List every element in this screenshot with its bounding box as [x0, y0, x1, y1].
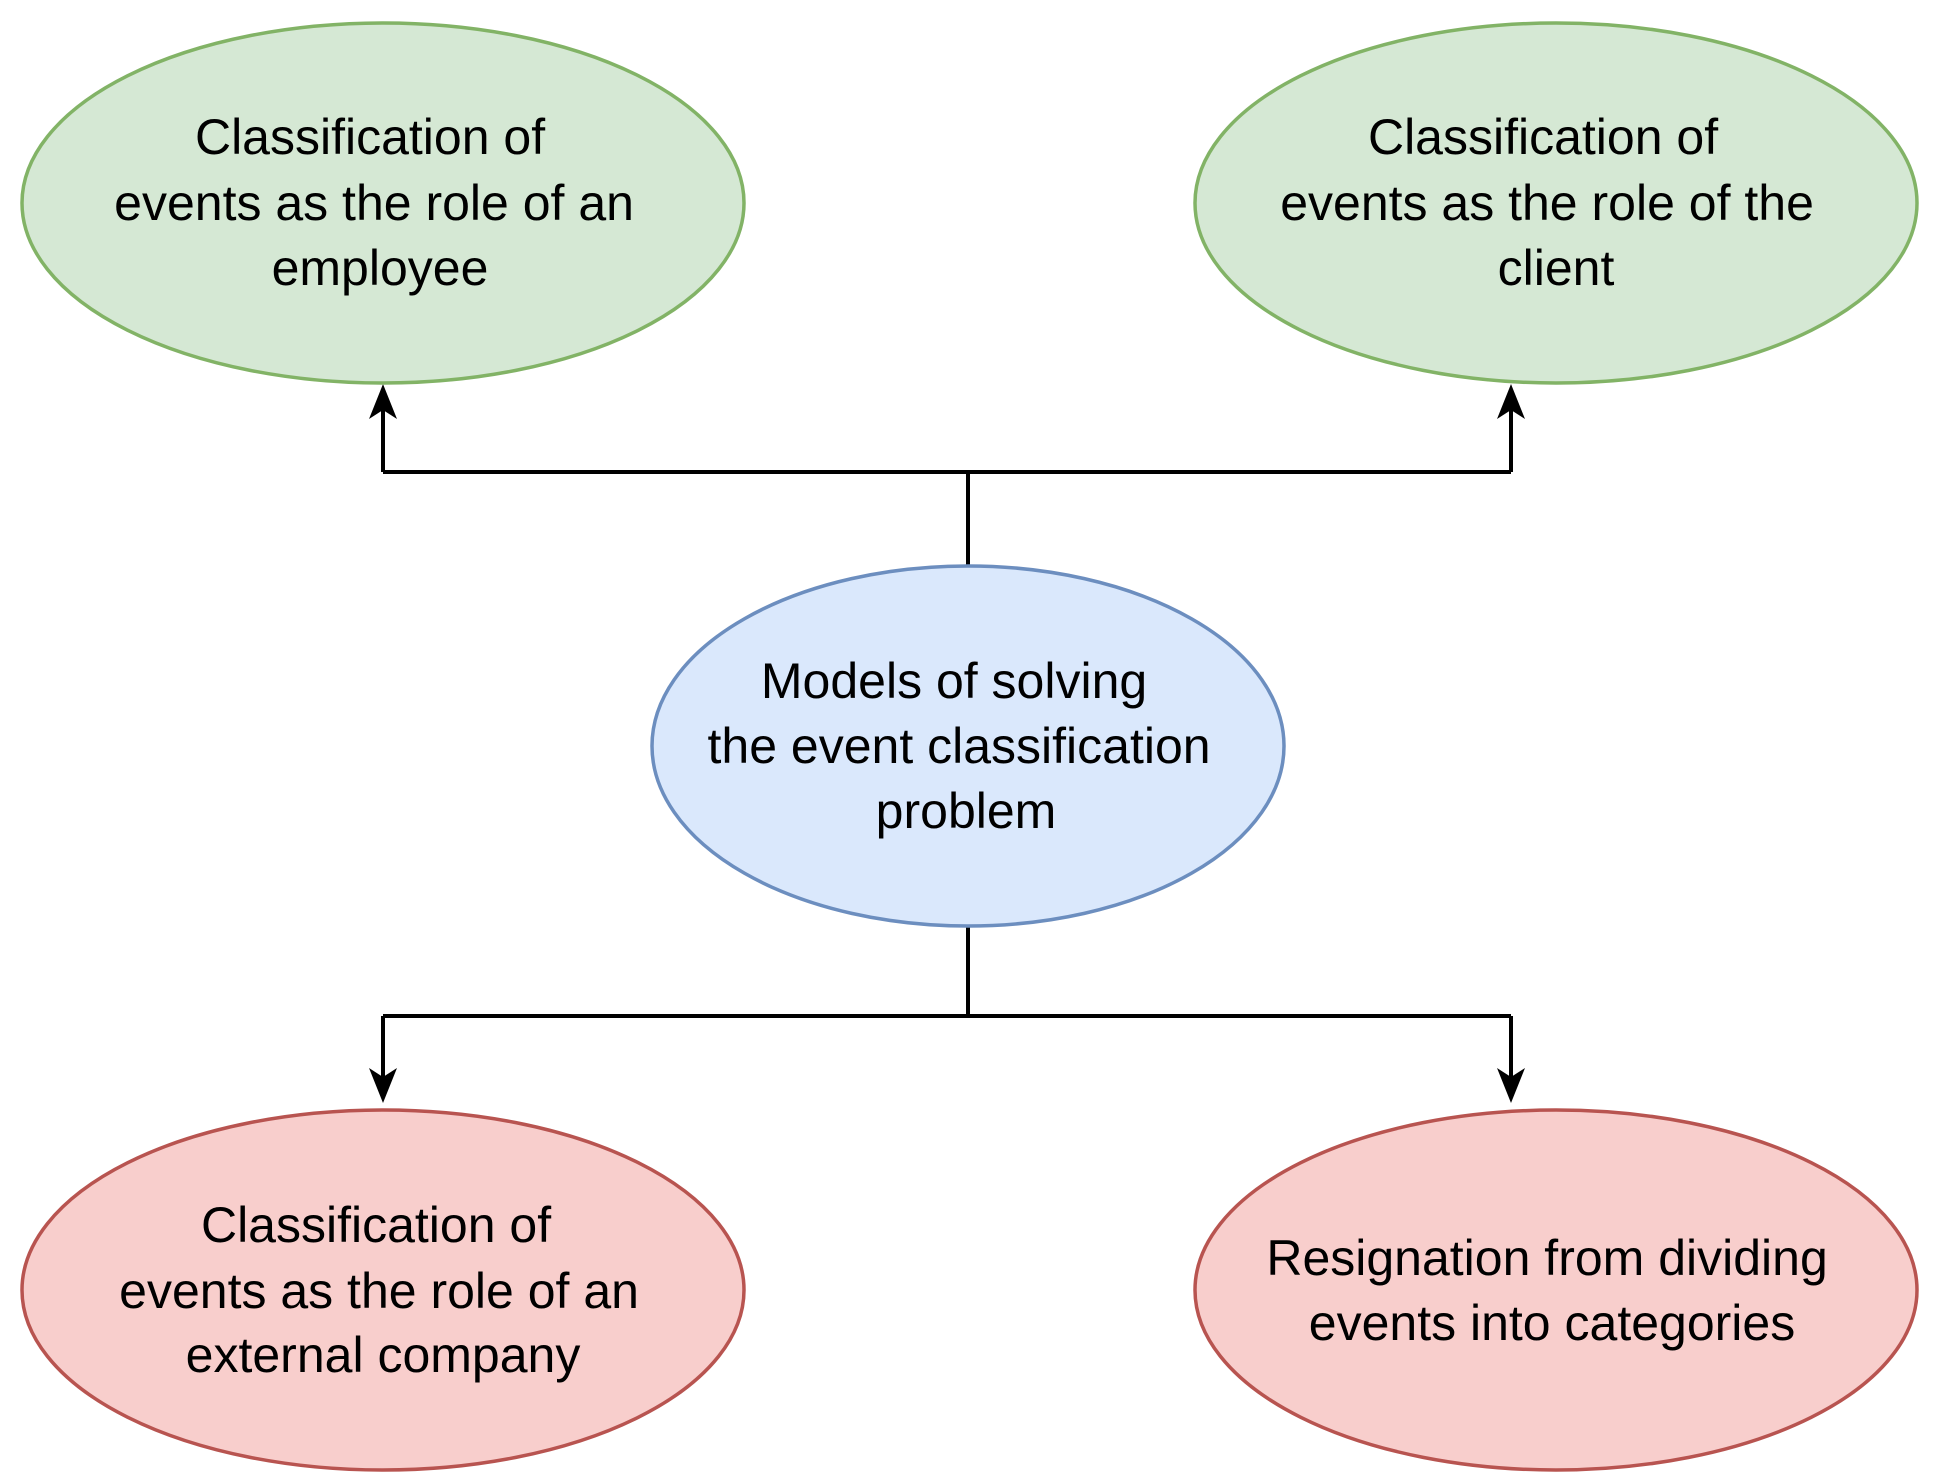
label-client-line-3: client: [1498, 240, 1615, 296]
label-external-company-line-1: Classification of: [201, 1197, 551, 1253]
ellipse-employee: [20, 21, 746, 385]
connectors-bottom: [369, 926, 1525, 1103]
label-employee-line-3: employee: [272, 240, 489, 296]
node-resignation: Resignation from dividing events into ca…: [1193, 1108, 1919, 1472]
arrow-to-employee: [369, 384, 397, 419]
label-external-company-line-2: events as the role of an: [119, 1263, 639, 1319]
label-external-company: Classification of events as the role of …: [119, 1197, 653, 1383]
ellipse-center: [650, 564, 1286, 928]
label-resignation: Resignation from dividing events into ca…: [1266, 1230, 1841, 1351]
ellipse-resignation: [1193, 1108, 1919, 1472]
label-center-line-2: the event classification: [708, 718, 1211, 774]
arrow-to-external-company: [369, 1068, 397, 1103]
label-external-company-line-3: external company: [186, 1327, 581, 1383]
label-client: Classification of events as the role of …: [1280, 109, 1828, 296]
label-employee-line-2: events as the role of an: [114, 175, 634, 231]
label-resignation-line-2: events into categories: [1309, 1295, 1795, 1351]
label-resignation-line-1: Resignation from dividing: [1266, 1230, 1827, 1286]
label-center-line-3: problem: [876, 783, 1057, 839]
node-client: Classification of events as the role of …: [1193, 21, 1919, 385]
connectors-top: [369, 384, 1525, 565]
node-center: Models of solving the event classificati…: [650, 564, 1286, 928]
ellipse-client: [1193, 21, 1919, 385]
label-center: Models of solving the event classificati…: [708, 653, 1225, 839]
label-client-line-2: events as the role of the: [1280, 175, 1814, 231]
label-employee: Classification of events as the role of …: [114, 109, 648, 296]
ellipse-external-company: [20, 1108, 746, 1472]
arrow-to-resignation: [1497, 1068, 1525, 1103]
label-employee-line-1: Classification of: [195, 109, 545, 165]
label-client-line-1: Classification of: [1368, 109, 1718, 165]
label-center-line-1: Models of solving: [761, 653, 1147, 709]
arrow-to-client: [1497, 384, 1525, 419]
node-external-company: Classification of events as the role of …: [20, 1108, 746, 1472]
node-employee: Classification of events as the role of …: [20, 21, 746, 385]
